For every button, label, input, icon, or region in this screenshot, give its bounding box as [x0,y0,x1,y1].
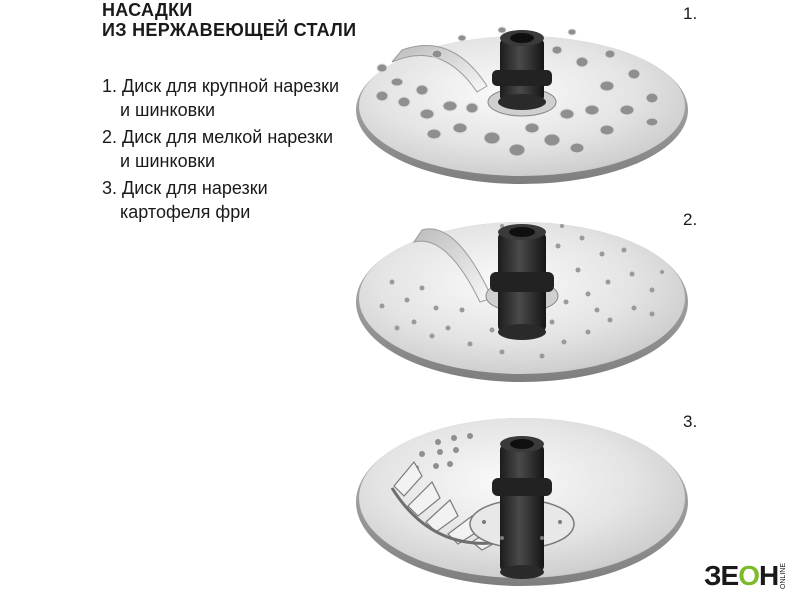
title-line-1: НАСАДКИ [102,0,193,20]
fine-slicing-disc-icon [356,222,688,382]
disc-label-1: 1. [683,4,698,23]
brand-logo-accent: О [738,560,760,591]
disc-list: 1. Диск для крупной нарезки и шинковки 2… [102,74,339,227]
disc-label-2: 2. [683,210,698,229]
french-fry-disc-icon [356,418,688,586]
list-item-line: 2. Диск для мелкой нарезки [102,127,334,147]
disc-label-3: 3. [683,412,698,431]
brand-logo: ЗЕОН ONLINE [704,560,787,592]
brand-wordmark: ЗЕОН [704,560,779,592]
page-title: НАСАДКИ ИЗ НЕРЖАВЕЮЩЕЙ СТАЛИ [102,0,356,40]
brand-logo-right: Н [759,560,779,591]
brand-logo-left: ЗЕ [704,560,739,591]
list-item: 1. Диск для крупной нарезки и шинковки [102,74,339,122]
list-item-line: и шинковки [120,100,216,120]
list-item: 2. Диск для мелкой нарезки и шинковки [102,125,339,173]
list-item-line: 1. Диск для крупной нарезки [102,76,340,96]
list-item-line: 3. Диск для нарезки [102,178,268,198]
brand-sub: ONLINE [780,562,788,590]
list-item-line: картофеля фри [120,202,251,222]
title-line-2: ИЗ НЕРЖАВЕЮЩЕЙ СТАЛИ [102,20,357,40]
coarse-slicing-disc-icon [356,26,688,184]
list-item: 3. Диск для нарезки картофеля фри [102,176,339,224]
list-item-line: и шинковки [120,151,216,171]
